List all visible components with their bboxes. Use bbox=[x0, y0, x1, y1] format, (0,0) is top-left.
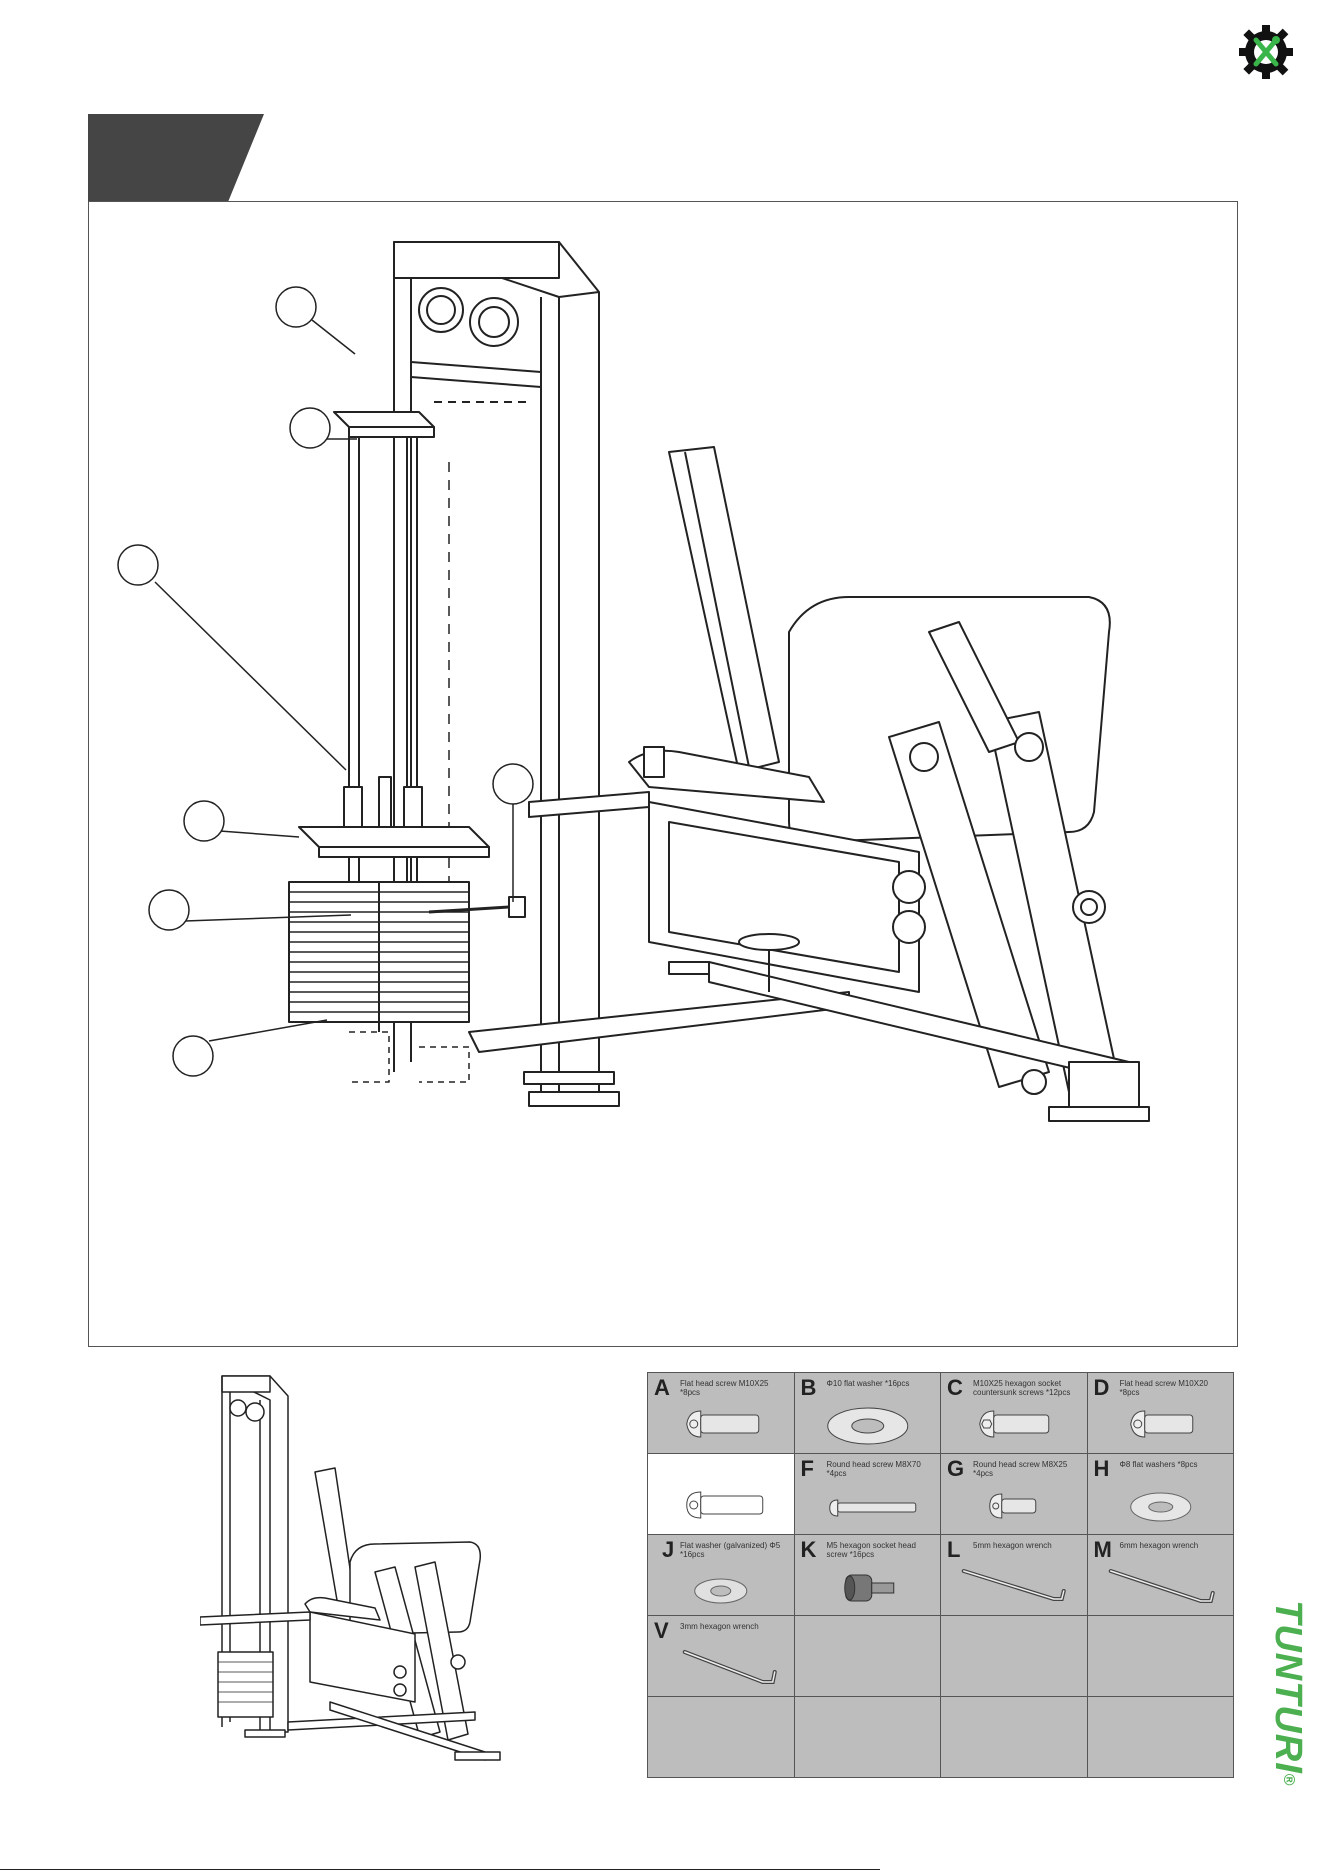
part-description: 6mm hexagon wrench bbox=[1119, 1541, 1199, 1550]
callout-circle bbox=[289, 407, 331, 449]
callout-circle bbox=[275, 286, 317, 328]
part-cell-empty bbox=[647, 1696, 795, 1778]
part-cell-g: G Round head screw M8X25 *4pcs bbox=[940, 1453, 1088, 1535]
washer-icon bbox=[826, 1407, 908, 1445]
wrench-screwdriver-gear-icon bbox=[1239, 25, 1293, 79]
part-letter: C bbox=[947, 1375, 963, 1400]
hex-wrench-icon bbox=[961, 1569, 1066, 1601]
part-cell-k: K M5 hexagon socket head screw *16pcs bbox=[793, 1534, 941, 1616]
part-description: M5 hexagon socket head screw *16pcs bbox=[826, 1541, 916, 1559]
part-cell-h: H Φ8 flat washers *8pcs bbox=[1086, 1453, 1234, 1535]
washer-icon bbox=[694, 1578, 748, 1604]
part-description: Φ8 flat washers *8pcs bbox=[1119, 1460, 1198, 1469]
part-description: Flat washer (galvanized) Φ5 *16pcs bbox=[680, 1541, 781, 1559]
part-cell-l: L 5mm hexagon wrench bbox=[940, 1534, 1088, 1616]
part-letter: L bbox=[947, 1537, 961, 1562]
socket-head-screw-icon bbox=[843, 1574, 894, 1602]
hex-wrench-icon bbox=[1108, 1569, 1215, 1603]
part-letter: A bbox=[654, 1375, 670, 1400]
part-letter: M bbox=[1093, 1537, 1112, 1562]
part-letter: J bbox=[662, 1537, 675, 1562]
brand-trademark: ® bbox=[1280, 1773, 1297, 1787]
part-cell-f: F Round head screw M8X70 *4pcs bbox=[793, 1453, 941, 1535]
part-cell-b: B Φ10 flat washer *16pcs bbox=[793, 1372, 941, 1454]
part-cell-v: V 3mm hexagon wrench bbox=[647, 1615, 795, 1697]
callout-circle bbox=[117, 544, 159, 586]
part-cell-d: D Flat head screw M10X20 *8pcs bbox=[1086, 1372, 1234, 1454]
washer-icon bbox=[1129, 1492, 1191, 1522]
countersunk-screw-icon bbox=[979, 1410, 1050, 1438]
part-cell-empty bbox=[793, 1696, 941, 1778]
part-cell-m: M 6mm hexagon wrench bbox=[1086, 1534, 1234, 1616]
part-cell-empty bbox=[940, 1696, 1088, 1778]
callout-circle bbox=[183, 800, 225, 842]
part-description: Φ10 flat washer *16pcs bbox=[826, 1379, 910, 1388]
part-letter: G bbox=[947, 1456, 965, 1481]
part-cell-c: C M10X25 hexagon socket countersunk screw… bbox=[940, 1372, 1088, 1454]
part-letter: V bbox=[654, 1618, 669, 1643]
brand-wordmark: TUNTURI® bbox=[1267, 1600, 1309, 1875]
part-letter: H bbox=[1093, 1456, 1110, 1481]
callout-circle bbox=[172, 1035, 214, 1077]
round-head-screw-icon bbox=[686, 1491, 764, 1519]
leg-machine-exploded-drawing bbox=[117, 241, 1150, 1122]
long-screw-icon bbox=[828, 1499, 916, 1517]
parts-list-table: A Flat head screw M10X25 *8pcs B Φ10 flat … bbox=[647, 1372, 1234, 1778]
part-letter: B bbox=[800, 1375, 817, 1400]
flat-head-screw-icon bbox=[1129, 1410, 1193, 1438]
part-cell-a: A Flat head screw M10X25 *8pcs bbox=[647, 1372, 795, 1454]
step-number-tab bbox=[88, 114, 264, 202]
part-letter: D bbox=[1093, 1375, 1110, 1400]
part-description: Round head screw M8X70 *4pcs bbox=[826, 1460, 921, 1478]
part-letter: F bbox=[800, 1456, 814, 1481]
part-description: Flat head screw M10X25 *8pcs bbox=[680, 1379, 769, 1397]
part-cell-empty bbox=[793, 1615, 941, 1697]
callout-circle bbox=[148, 889, 190, 931]
hex-wrench-icon bbox=[682, 1650, 777, 1684]
part-description: 5mm hexagon wrench bbox=[973, 1541, 1052, 1550]
part-cell-empty bbox=[940, 1615, 1088, 1697]
part-cell-j: J Flat washer (galvanized) Φ5 *16pcs bbox=[647, 1534, 795, 1616]
part-cell-empty bbox=[1086, 1615, 1234, 1697]
round-head-screw-icon bbox=[989, 1493, 1037, 1519]
footer-rule bbox=[0, 1869, 880, 1870]
part-description: M10X25 hexagon socket countersunk screws… bbox=[973, 1379, 1071, 1397]
part-description: Flat head screw M10X20 *8pcs bbox=[1119, 1379, 1209, 1397]
callout-circle bbox=[492, 763, 534, 805]
part-description: 3mm hexagon wrench bbox=[680, 1622, 759, 1631]
brand-name: TUNTURI bbox=[1267, 1600, 1309, 1774]
part-description: Round head screw M8X25 *4pcs bbox=[973, 1460, 1068, 1478]
leg-machine-thumbnail bbox=[200, 1375, 501, 1761]
part-letter: K bbox=[800, 1537, 817, 1562]
assembly-drawing-frame bbox=[88, 201, 1238, 1347]
brand-logo: TUNTURI® bbox=[1267, 1600, 1309, 1875]
part-cell-blank bbox=[647, 1453, 795, 1535]
part-cell-empty bbox=[1086, 1696, 1234, 1778]
flat-head-screw-icon bbox=[686, 1410, 760, 1438]
